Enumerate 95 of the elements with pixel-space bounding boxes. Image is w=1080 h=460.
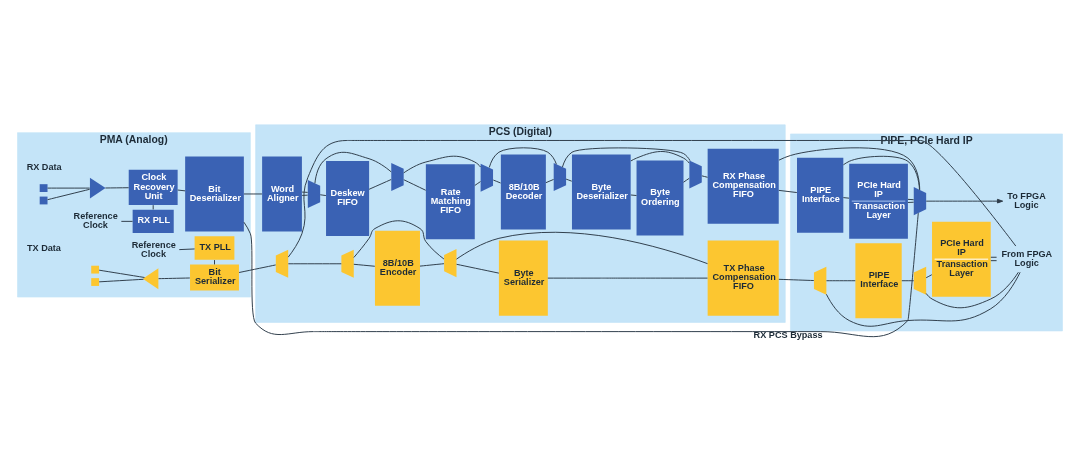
connector (778, 278, 815, 281)
connector (158, 277, 191, 279)
connector (826, 279, 856, 281)
connector (907, 201, 915, 203)
node-trapezoid (444, 248, 457, 277)
node-trapezoid (341, 249, 354, 278)
connector (778, 146, 921, 190)
connector (287, 262, 342, 264)
connector (47, 187, 91, 189)
label: TX Data (26, 242, 61, 253)
connector (98, 269, 145, 278)
node-trapezoid (913, 186, 927, 215)
connector (301, 191, 309, 193)
node-text: To FPGA Logic (1007, 190, 1046, 210)
connector (925, 273, 933, 278)
connector (419, 262, 445, 267)
node-box: Deskew FIFO (326, 160, 370, 236)
connector (319, 193, 327, 196)
connector (214, 259, 215, 265)
node-box: TX PLL (194, 235, 235, 260)
node-trapezoid (275, 249, 289, 278)
node-box: Byte Serializer (498, 240, 548, 316)
connector (842, 155, 920, 190)
node-trapezoid (689, 159, 702, 188)
connector (287, 139, 1017, 258)
node-box: Bit Serializer (190, 263, 239, 290)
node-box: PIPE Interface (855, 242, 902, 318)
connector (456, 231, 708, 264)
connector (778, 189, 798, 193)
node-box: Byte Ordering (636, 159, 684, 235)
connector (565, 178, 573, 182)
node-text: From FPGA Logic (1001, 248, 1053, 268)
node-box (39, 196, 48, 204)
connector (990, 256, 998, 258)
connector (842, 196, 850, 199)
connector (683, 177, 690, 183)
node-triangle (142, 267, 159, 289)
node-box: RX PLL (132, 209, 174, 233)
connector (104, 186, 130, 188)
node-box: Rate Matching FIFO (425, 163, 475, 239)
connector (701, 174, 709, 178)
node-box: TX Phase Compensation FIFO (707, 240, 779, 316)
node-box: PIPE Interface (797, 157, 844, 233)
node-box: Clock Recovery Unit (128, 169, 178, 205)
node-box: Bit Deserializer (185, 155, 244, 231)
connector (178, 247, 196, 250)
node-trapezoid (480, 163, 494, 192)
connector (403, 178, 427, 191)
label: RX Data (26, 161, 62, 172)
node-trapezoid (913, 266, 927, 295)
arrow (925, 198, 1004, 203)
connector (907, 198, 915, 200)
node-box: 8B/10B Encoder (374, 230, 420, 306)
connector (403, 155, 482, 173)
connector (630, 194, 637, 196)
connector (314, 151, 392, 184)
connector (47, 188, 91, 200)
node-box (91, 265, 100, 274)
connector (152, 204, 154, 210)
connector (98, 278, 144, 282)
node-box (91, 277, 100, 286)
node-text: Reference Clock (73, 210, 118, 230)
connector (561, 146, 691, 168)
node-box: Byte Deserializer (571, 154, 631, 229)
connector (474, 180, 481, 186)
node-trapezoid (553, 162, 567, 191)
connector (177, 189, 186, 191)
connector (990, 259, 998, 261)
node-box: RX Phase Compensation FIFO (707, 148, 779, 224)
node-box: 8B/10B Decoder (500, 154, 546, 229)
connector (238, 263, 277, 273)
connector (630, 150, 690, 164)
connector (545, 178, 555, 183)
node-text: Reference Clock (131, 239, 176, 259)
connector (925, 271, 1019, 308)
connector (353, 263, 376, 267)
connector (368, 178, 392, 190)
connector (547, 277, 708, 279)
connector (243, 193, 263, 194)
connector (353, 219, 445, 260)
node-box (39, 183, 48, 192)
connector (456, 263, 500, 274)
node-box: Word Aligner (262, 155, 302, 231)
connector (301, 194, 309, 196)
edge-label: RX PCS Bypass (753, 329, 823, 340)
connector (492, 179, 502, 183)
connector (120, 220, 134, 222)
connector (243, 212, 919, 337)
node-trapezoid (813, 266, 827, 295)
connector (488, 146, 557, 168)
node-trapezoid (307, 179, 321, 208)
node-triangle (89, 177, 106, 199)
node-trapezoid (391, 162, 404, 191)
connector (901, 279, 915, 281)
connector (825, 271, 1021, 327)
